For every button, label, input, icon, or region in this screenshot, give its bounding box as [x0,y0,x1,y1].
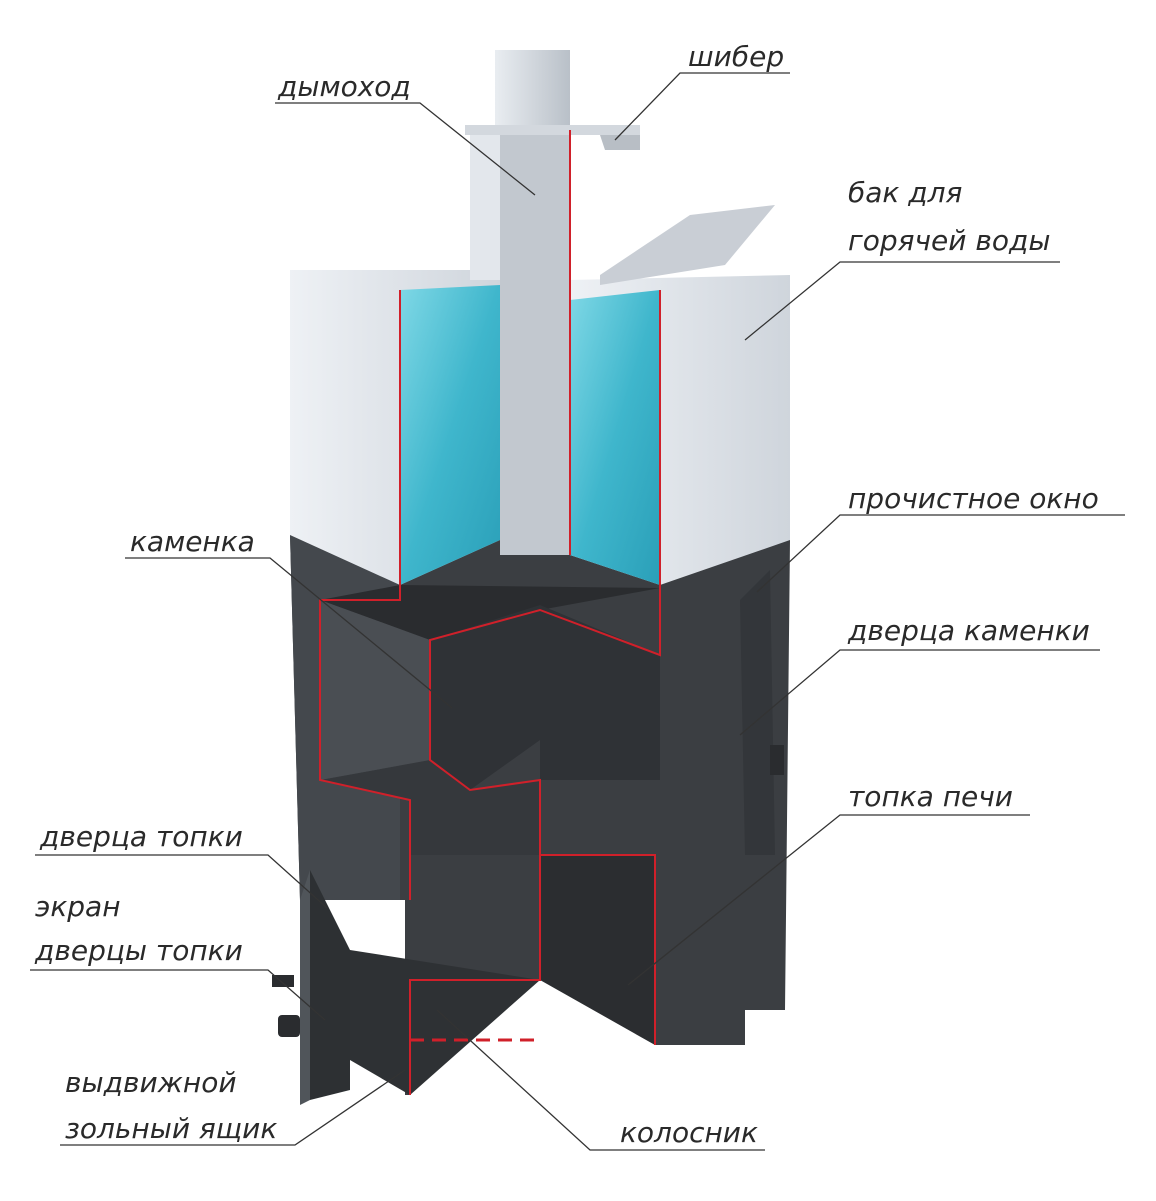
leader-lines [30,72,1125,1151]
label-screen-line1: экран [35,890,121,923]
firebox-door [272,870,350,1105]
label-cleaning-window: прочистное окно [848,482,1099,515]
label-tank-line2: горячей воды [848,224,1051,257]
label-grate: колосник [620,1116,758,1149]
label-heater-door: дверца каменки [848,614,1090,647]
label-ash-line2: зольный ящик [65,1112,278,1145]
label-screen-line2: дверцы топки [35,934,243,967]
label-heater: каменка [130,525,255,558]
label-firebox: топка печи [848,780,1013,813]
label-firebox-door: дверца топки [40,820,243,853]
heater-door [740,570,784,855]
label-damper: шибер [688,40,785,73]
label-tank-line1: бак для [848,176,963,209]
label-chimney: дымоход [278,70,411,103]
label-ash-line1: выдвижной [65,1066,237,1099]
stove-body [290,535,790,1095]
water-tank [290,205,790,588]
chimney [465,50,640,555]
